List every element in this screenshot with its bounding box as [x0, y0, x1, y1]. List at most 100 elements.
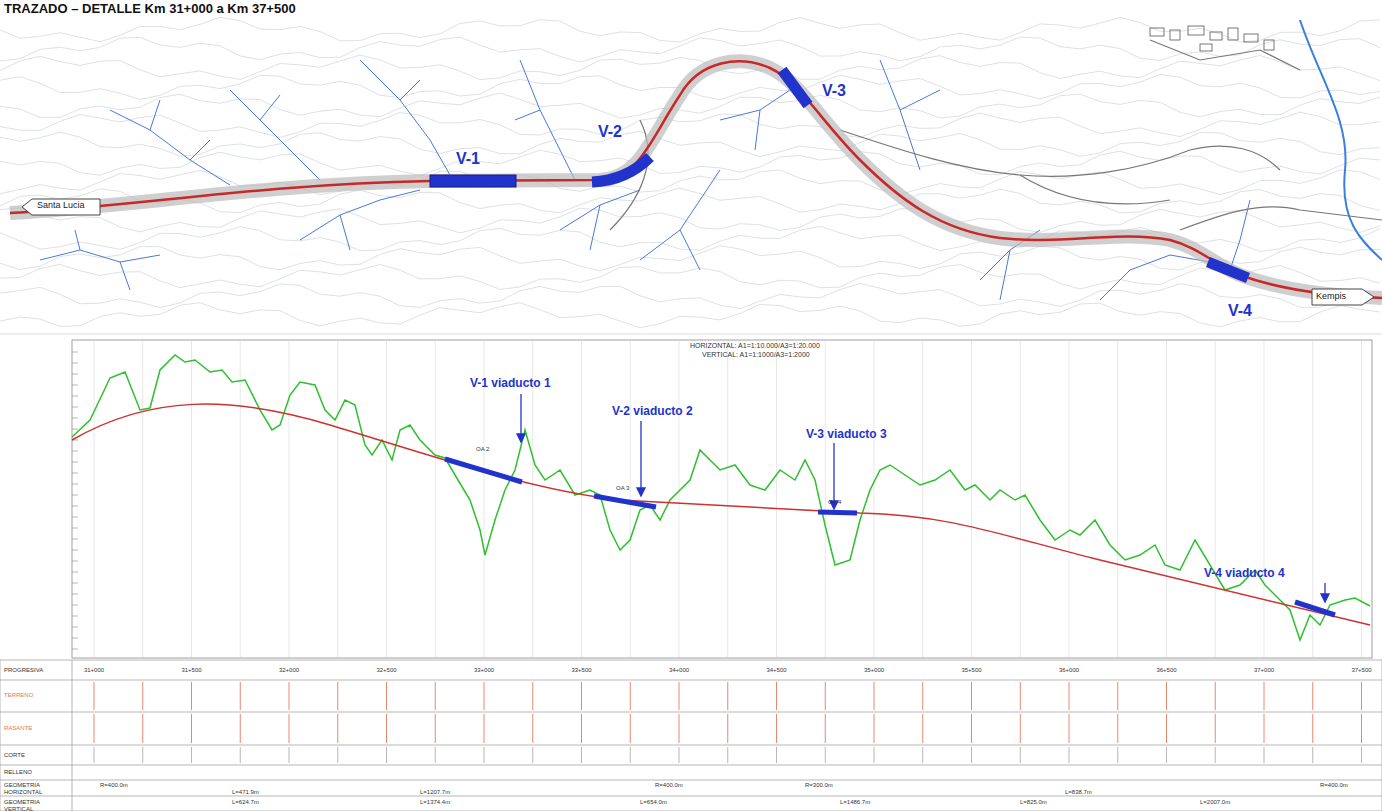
- value-tick: [142, 714, 143, 743]
- value-tick: [142, 682, 143, 710]
- chainage: 35+000: [864, 667, 884, 674]
- scale-tick: [72, 429, 78, 430]
- value-tick: [289, 747, 290, 763]
- structure-tag: OA 2: [476, 446, 489, 453]
- geometry-value: R=400.0m: [1320, 782, 1348, 789]
- value-tick: [337, 747, 338, 763]
- scale-tick: [72, 484, 78, 485]
- value-tick: [874, 747, 875, 763]
- value-tick: [1117, 714, 1118, 743]
- chainage: 31+500: [181, 667, 201, 674]
- grid-line: [1069, 341, 1070, 657]
- viaduct-callout: V-4 viaducto 4: [1204, 567, 1285, 580]
- value-tick: [971, 714, 972, 743]
- value-tick: [1069, 682, 1070, 710]
- value-tick: [825, 747, 826, 763]
- value-tick: [1166, 747, 1167, 763]
- value-tick: [191, 747, 192, 763]
- value-tick: [581, 714, 582, 743]
- value-tick: [581, 682, 582, 710]
- value-tick: [386, 714, 387, 743]
- geometry-value: R=300.0m: [805, 782, 833, 789]
- scale-tick: [72, 616, 78, 617]
- scale-tick: [72, 550, 78, 551]
- grid-line: [289, 341, 290, 657]
- value-tick: [240, 682, 241, 710]
- chainage: 31+000: [84, 667, 104, 674]
- road-corridor: [10, 61, 1382, 298]
- grid-line: [1020, 341, 1021, 657]
- value-tick: [94, 747, 95, 763]
- scale-note: VERTICAL: A1=1:1000/A3=1:2000: [702, 351, 810, 359]
- direction-arrow: [22, 199, 100, 215]
- leader-arrows: [517, 394, 1329, 602]
- value-tick: [630, 714, 631, 743]
- contour-line: [0, 93, 1380, 118]
- value-tick: [191, 714, 192, 743]
- value-tick: [386, 747, 387, 763]
- value-tick: [630, 682, 631, 710]
- title: TRAZADO – DETALLE Km 31+000 a Km 37+500: [4, 2, 296, 16]
- value-tick: [1166, 682, 1167, 710]
- value-tick: [484, 714, 485, 743]
- grid-line: [630, 341, 631, 657]
- geometry-value: L=1207.7m: [420, 789, 450, 796]
- value-tick: [484, 682, 485, 710]
- scale-tick: [72, 627, 78, 628]
- value-tick: [435, 682, 436, 710]
- geometry-value: R=400.0m: [100, 782, 128, 789]
- value-tick: [435, 747, 436, 763]
- value-tick: [1312, 714, 1313, 743]
- scale-note: HORIZONTAL: A1=1:10.000/A3=1:20.000: [690, 342, 820, 350]
- place-name: Santa Lucia: [37, 201, 85, 211]
- value-tick: [1264, 714, 1265, 743]
- value-tick: [874, 714, 875, 743]
- viaduct-profile: [445, 459, 1335, 615]
- value-tick: [1215, 714, 1216, 743]
- value-tick: [289, 714, 290, 743]
- value-tick: [922, 714, 923, 743]
- grid-line: [94, 341, 95, 657]
- value-tick: [776, 682, 777, 710]
- value-tick: [825, 682, 826, 710]
- grid-line: [825, 341, 826, 657]
- value-tick: [922, 747, 923, 763]
- value-tick: [1264, 747, 1265, 763]
- value-tick: [532, 747, 533, 763]
- geometry-value: R=400.0m: [655, 782, 683, 789]
- viaduct-callout: V-3 viaducto 3: [806, 428, 887, 441]
- value-tick: [142, 747, 143, 763]
- contour-line: [0, 208, 1380, 233]
- grid-line: [1215, 341, 1216, 657]
- value-tick: [1020, 682, 1021, 710]
- terrain-line: [72, 355, 1370, 640]
- contour-line: [0, 303, 1380, 328]
- value-tick: [1117, 682, 1118, 710]
- row-header: CORTE: [4, 752, 66, 759]
- value-tick: [1264, 682, 1265, 710]
- value-tick: [532, 714, 533, 743]
- value-tick: [484, 747, 485, 763]
- scale-tick: [72, 495, 78, 496]
- scale-tick: [72, 605, 78, 606]
- geometry-value: L=471.9m: [232, 789, 259, 796]
- scale-tick: [72, 473, 78, 474]
- scale-tick: [72, 385, 78, 386]
- grid-line: [386, 341, 387, 657]
- chainage: 36+000: [1059, 667, 1079, 674]
- value-tick: [240, 747, 241, 763]
- structure-tag: OA 4: [828, 499, 841, 506]
- divider: [0, 334, 1382, 335]
- grid-line: [1117, 341, 1118, 657]
- scale-tick: [72, 583, 78, 584]
- row-header: RASANTE: [4, 725, 32, 732]
- value-tick: [922, 682, 923, 710]
- row-header: GEOMETRIA HORIZONTAL: [4, 782, 66, 795]
- scale-tick: [72, 363, 78, 364]
- place-name: Kempis: [1316, 292, 1346, 302]
- chainage: 34+000: [669, 667, 689, 674]
- grid-line: [191, 341, 192, 657]
- viaduct-callout: V-1 viaducto 1: [470, 377, 551, 390]
- value-tick: [191, 682, 192, 710]
- chainage: 34+500: [766, 667, 786, 674]
